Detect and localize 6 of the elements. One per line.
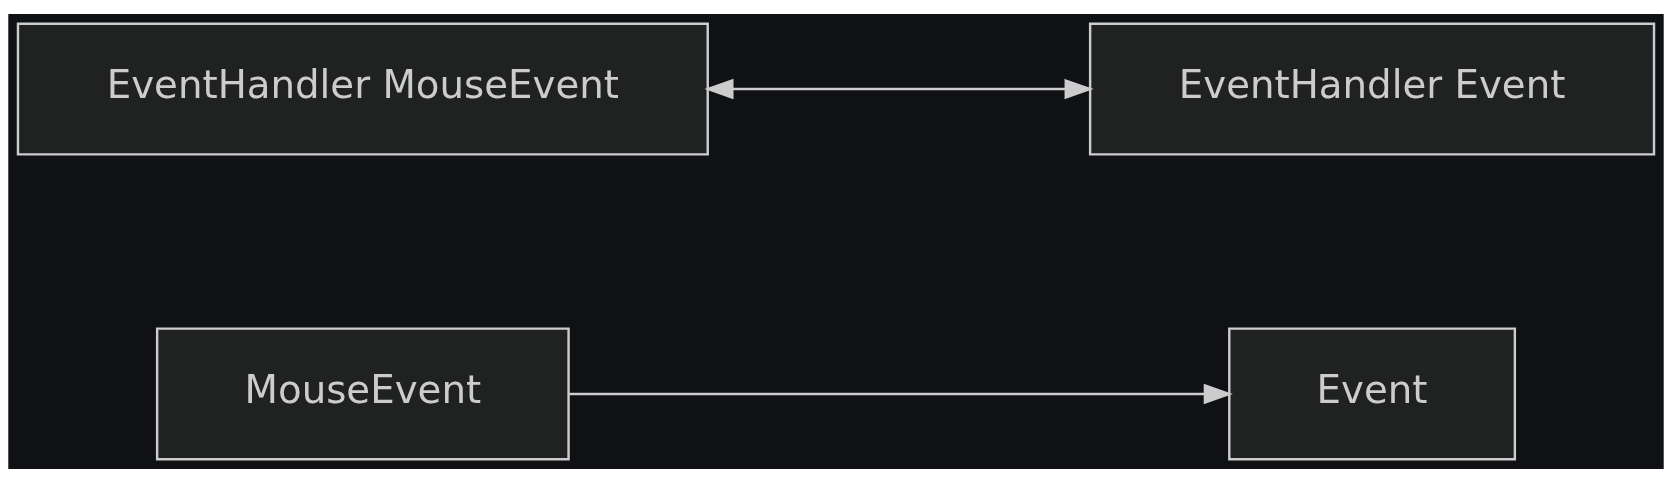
arrow [704,78,1094,99]
node-box: MouseEvent [155,326,570,461]
node-box: EventHandler MouseEvent [16,21,709,156]
node-box: Event [1228,326,1517,461]
arrow [569,383,1233,404]
node-box: EventHandler Event [1088,21,1656,156]
